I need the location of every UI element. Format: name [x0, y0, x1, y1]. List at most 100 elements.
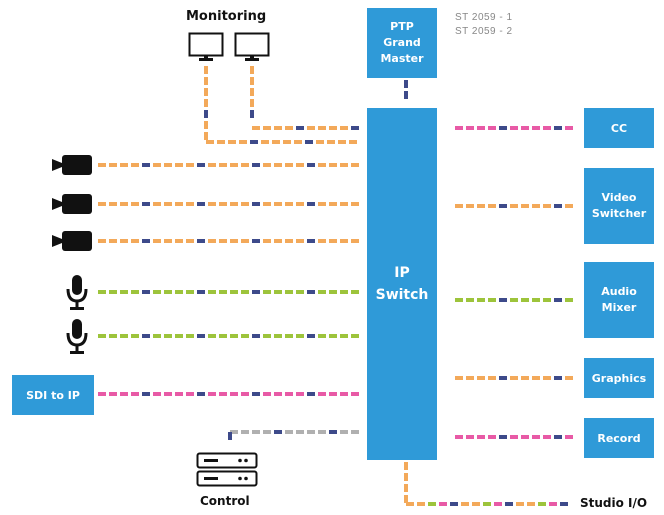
camera-link: [307, 239, 315, 243]
record-box: Record: [584, 418, 654, 458]
control-link: [230, 430, 238, 434]
camera-link: [186, 202, 194, 206]
monitor-link: [204, 132, 208, 140]
camera-link: [175, 239, 183, 243]
camera-link: [142, 163, 150, 167]
camera-icon: [52, 231, 92, 251]
camera-link: [219, 202, 227, 206]
output-link: [532, 126, 540, 130]
server-icon: [196, 452, 258, 487]
camera-link: [351, 202, 359, 206]
studio-io-link: [461, 502, 469, 506]
microphone-link: [307, 290, 315, 294]
sdi-link: [351, 392, 359, 396]
output-link: [499, 298, 507, 302]
microphone-icon: [66, 319, 88, 354]
camera-link: [285, 239, 293, 243]
camera-link: [230, 239, 238, 243]
sdi-link: [131, 392, 139, 396]
output-link: [477, 126, 485, 130]
camera-link: [109, 239, 117, 243]
ptp-line-2: Grand: [383, 36, 421, 49]
control-link: [340, 430, 348, 434]
sdi-link: [274, 392, 282, 396]
monitor-link: [307, 126, 315, 130]
standard-label: ST 2059 - 2: [455, 26, 513, 37]
camera-link: [241, 202, 249, 206]
output-link: [466, 204, 474, 208]
microphone-link: [263, 334, 271, 338]
microphone-link: [175, 334, 183, 338]
control-link: [296, 430, 304, 434]
sdi-link: [219, 392, 227, 396]
output-link: [532, 435, 540, 439]
camera-link: [98, 239, 106, 243]
camera-link: [197, 202, 205, 206]
ip-switch-line-1: IP: [394, 265, 410, 281]
monitor-link: [285, 126, 293, 130]
camera-link: [329, 163, 337, 167]
microphone-link: [131, 334, 139, 338]
microphone-link: [296, 290, 304, 294]
monitor-link: [217, 140, 225, 144]
output-link: [499, 126, 507, 130]
microphone-link: [186, 334, 194, 338]
microphone-link: [351, 334, 359, 338]
graphics-box: Graphics: [584, 358, 654, 398]
camera-link: [131, 163, 139, 167]
output-link: [488, 126, 496, 130]
microphone-link: [241, 334, 249, 338]
camera-link: [164, 202, 172, 206]
studio-io-link: [494, 502, 502, 506]
output-link: [466, 126, 474, 130]
monitor-link: [349, 140, 357, 144]
output-link: [510, 204, 518, 208]
standard-label: ST 2059 - 1: [455, 12, 513, 23]
output-link: [532, 298, 540, 302]
sdi-link: [98, 392, 106, 396]
camera-link: [98, 202, 106, 206]
sdi-link: [263, 392, 271, 396]
output-link: [455, 298, 463, 302]
control-link: [228, 432, 232, 440]
output-link: [543, 126, 551, 130]
sdi-link: [109, 392, 117, 396]
output-link: [543, 435, 551, 439]
control-link: [274, 430, 282, 434]
camera-link: [219, 163, 227, 167]
camera-link: [318, 202, 326, 206]
microphone-link: [153, 334, 161, 338]
microphone-link: [120, 334, 128, 338]
microphone-link: [307, 334, 315, 338]
camera-link: [131, 202, 139, 206]
monitor-link: [305, 140, 313, 144]
output-link: [455, 376, 463, 380]
camera-link: [219, 239, 227, 243]
microphone-link: [219, 334, 227, 338]
camera-link: [285, 202, 293, 206]
output-link: [455, 126, 463, 130]
ptp-line-3: Master: [380, 52, 424, 65]
camera-link: [274, 163, 282, 167]
monitor-link: [338, 140, 346, 144]
microphone-link: [164, 334, 172, 338]
monitor-link: [204, 121, 208, 129]
monitor-link: [274, 126, 282, 130]
microphone-link: [274, 290, 282, 294]
microphone-link: [109, 334, 117, 338]
studio-io-link: [538, 502, 546, 506]
monitor-link: [204, 77, 208, 85]
camera-link: [296, 202, 304, 206]
output-link: [521, 204, 529, 208]
microphone-link: [351, 290, 359, 294]
monitor-link: [327, 140, 335, 144]
camera-link: [208, 202, 216, 206]
monitor-link: [340, 126, 348, 130]
microphone-link: [329, 290, 337, 294]
output-link: [532, 204, 540, 208]
microphone-link: [230, 334, 238, 338]
control-link: [307, 430, 315, 434]
output-link: [488, 376, 496, 380]
monitor-icon: [234, 32, 270, 61]
output-link: [466, 435, 474, 439]
